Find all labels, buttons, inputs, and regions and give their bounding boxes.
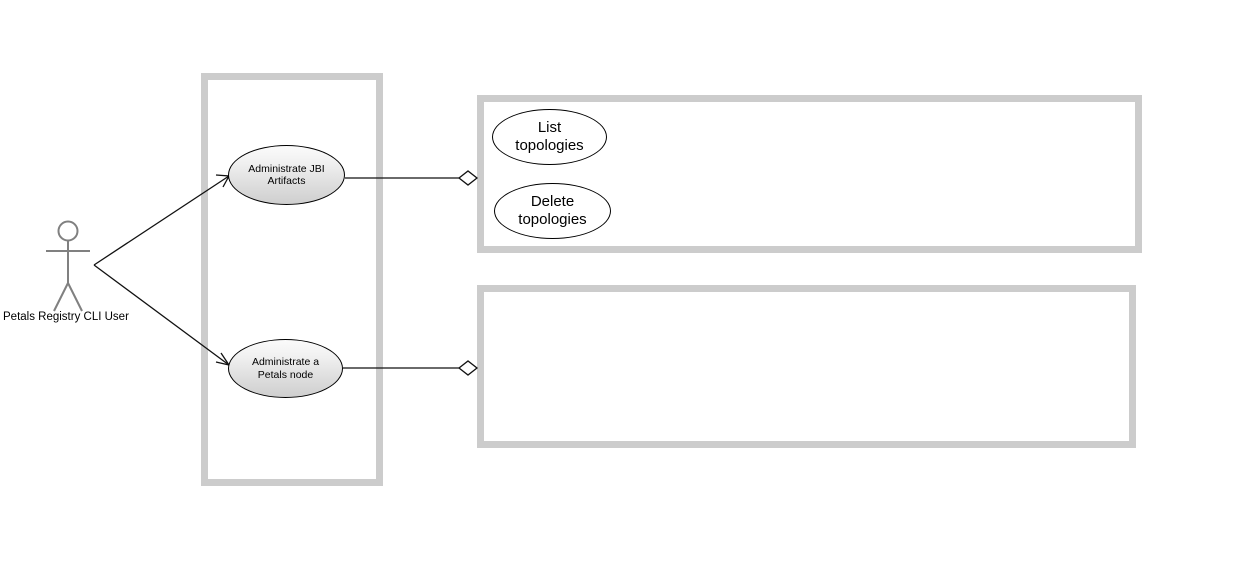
actor-head-icon bbox=[57, 220, 79, 242]
actor-to-jbi-association bbox=[93, 174, 231, 266]
use-case-label: Administrate a Petals node bbox=[251, 356, 320, 381]
actor-stick-figure bbox=[46, 220, 90, 312]
use-case-label: Administrate JBI Artifacts bbox=[248, 162, 325, 187]
aggregation-diamond-icon bbox=[457, 360, 479, 376]
node-to-node-frame-aggregation bbox=[343, 360, 479, 376]
use-case-label: List topologies bbox=[515, 119, 584, 154]
actor-right-leg-line bbox=[67, 282, 83, 312]
actor-left-leg-line bbox=[53, 282, 69, 312]
use-case-delete-topologies[interactable]: Delete topologies bbox=[494, 183, 611, 239]
use-case-list-topologies[interactable]: List topologies bbox=[492, 109, 607, 165]
system-boundary-frame bbox=[201, 73, 383, 486]
use-case-administrate-a-petals-node[interactable]: Administrate a Petals node bbox=[228, 339, 343, 398]
jbi-to-topologies-aggregation bbox=[345, 170, 479, 186]
petals-node-frame bbox=[477, 285, 1136, 448]
use-case-administrate-jbi-artifacts[interactable]: Administrate JBI Artifacts bbox=[228, 145, 345, 205]
aggregation-diamond-icon bbox=[457, 170, 479, 186]
use-case-label: Delete topologies bbox=[518, 193, 587, 228]
actor-label: Petals Registry CLI User bbox=[3, 311, 129, 323]
